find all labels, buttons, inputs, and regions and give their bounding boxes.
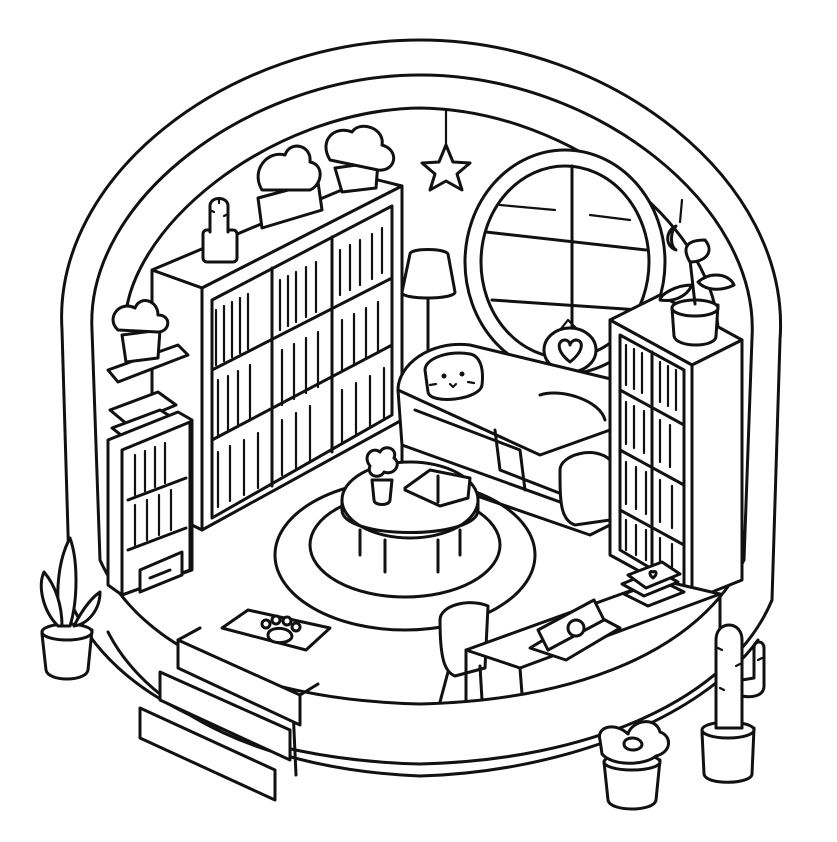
paw-print-icon — [260, 614, 302, 645]
potted-succulent-bottom-right — [598, 720, 670, 811]
desk-chair — [438, 601, 490, 704]
crescent-moon-icon — [666, 224, 678, 252]
potted-plant-right-shelf — [658, 238, 736, 347]
flower-icon — [566, 618, 586, 638]
coffee-table — [340, 446, 480, 574]
heart-icon — [648, 570, 658, 580]
potted-plant-bottom-left — [39, 536, 102, 681]
books-row-bottom — [216, 366, 386, 509]
paw-print-mat — [220, 608, 332, 652]
small-shelf-left — [106, 299, 194, 597]
books-row-middle — [216, 300, 380, 437]
hanging-star-decoration — [420, 108, 472, 192]
open-book — [403, 468, 472, 508]
books-row-top — [214, 226, 384, 367]
cat-face-icon — [428, 371, 476, 389]
entry-stairs — [138, 626, 320, 802]
sofa — [396, 342, 617, 537]
heart-icon — [557, 338, 583, 364]
cat-pillow — [423, 351, 484, 401]
potted-plants-shelf-top — [201, 124, 395, 264]
moon-decoration — [666, 198, 684, 252]
flower-vase — [365, 446, 399, 506]
desk — [464, 560, 722, 702]
star-icon — [420, 143, 472, 192]
room-shell — [60, 38, 783, 602]
book-stack-desk — [620, 560, 686, 608]
flower-icon — [365, 446, 399, 478]
potted-cactus-bottom-right — [700, 623, 766, 784]
